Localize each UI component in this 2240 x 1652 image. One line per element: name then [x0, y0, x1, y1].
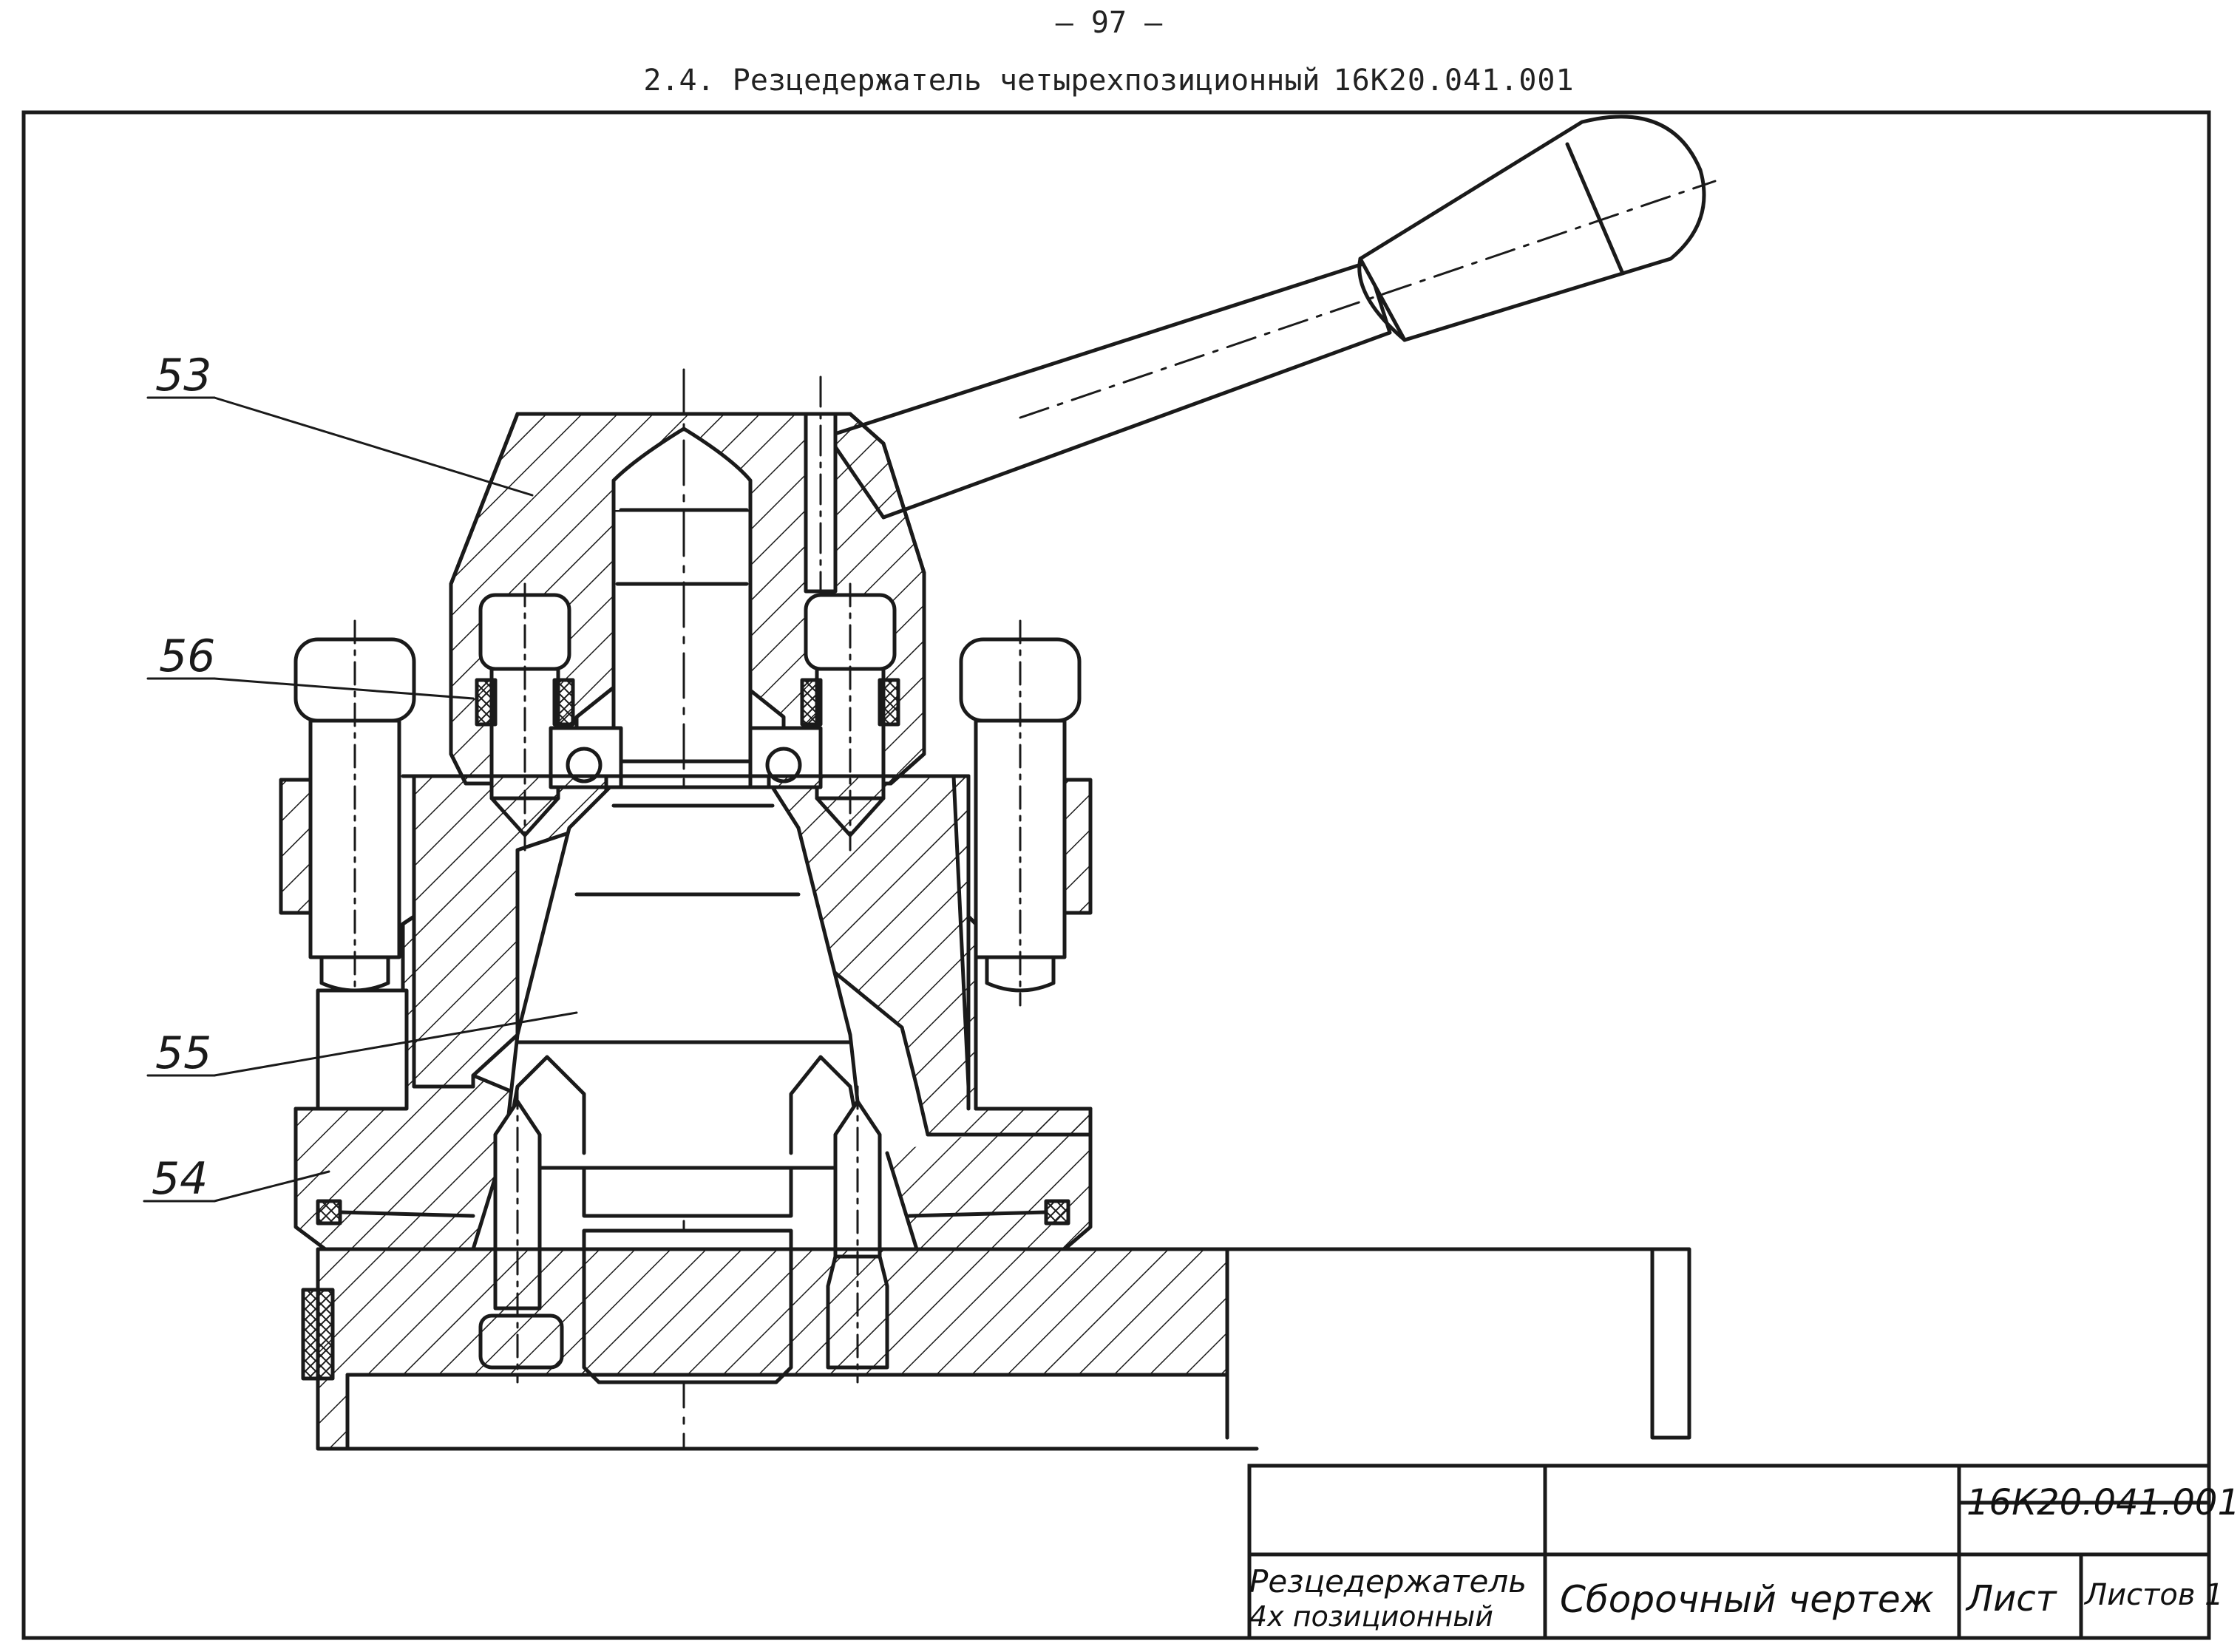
sheet-frame: [21, 110, 2211, 1640]
callout-54: 54: [152, 1153, 208, 1205]
callout-55: 55: [155, 1027, 211, 1079]
title-block-designation: 16К20.041.001: [1966, 1482, 2240, 1523]
title-block-name-line2: 4х позиционный: [1249, 1600, 1493, 1633]
tapered-sleeve-55: [500, 785, 867, 1170]
drawing-title: 2.4. Резцедержатель четырехпозиционный 16…: [0, 64, 2218, 98]
locking-pin: [804, 375, 838, 608]
clamping-lever: [826, 115, 1717, 520]
leader-lines: [143, 396, 578, 1203]
drawing-code: 16К20.041.001: [1333, 64, 1575, 98]
callout-56: 56: [159, 630, 215, 682]
drawing-title-text: 2.4. Резцедержатель четырехпозиционный: [643, 64, 1320, 98]
title-block: [1247, 1464, 2211, 1640]
title-block-sheet-label: Лист: [1966, 1578, 2057, 1619]
outer-bolt-right: [959, 619, 1093, 1007]
title-block-document-type: Сборочный чертеж: [1560, 1578, 1934, 1621]
page-number: – 97 –: [1055, 6, 1163, 40]
callout-53: 53: [155, 350, 211, 401]
outer-bolt-left: [279, 619, 416, 1111]
center-shaft: [611, 368, 753, 1450]
cross-slide-base: [301, 1199, 1691, 1451]
title-block-sheets-label: Листов 1: [2085, 1578, 2224, 1612]
title-block-name-line1: Резцедержатель: [1249, 1563, 1527, 1600]
